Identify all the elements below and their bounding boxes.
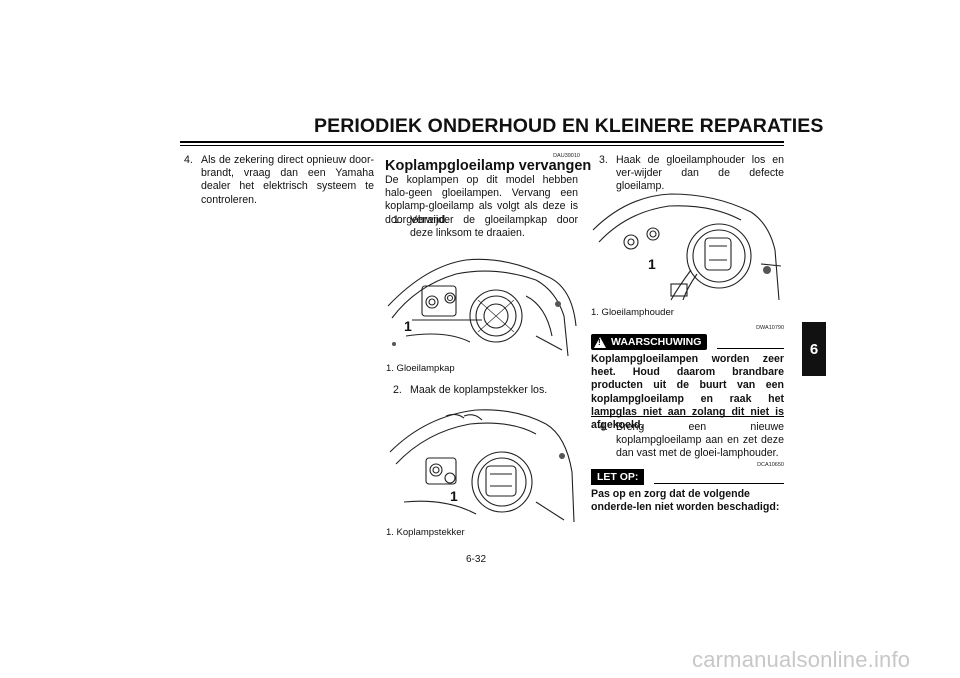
- figure-callout-1: 1: [404, 318, 412, 334]
- warning-code: DWA10790: [756, 325, 784, 331]
- step-number: 3.: [599, 154, 608, 166]
- figure-headlight-connector: [389, 409, 575, 523]
- step-text: Maak de koplampstekker los.: [410, 384, 548, 396]
- col1-step-4: 4. Als de zekering direct opnieuw door-b…: [184, 154, 374, 207]
- section-intro: De koplampen op dit model hebben halo-ge…: [385, 174, 578, 226]
- warning-label-box: ! WAARSCHUWING: [591, 334, 708, 350]
- figure-caption-1: 1. Gloeilampkap: [386, 363, 455, 374]
- step-text: Verwijder de gloeilampkap door deze link…: [410, 214, 578, 240]
- header-rule: [180, 141, 784, 143]
- note-rule: [654, 483, 784, 484]
- page-number: 6-32: [466, 554, 487, 565]
- section-code: DAU39010: [553, 153, 580, 159]
- col2-step-2: 2. Maak de koplampstekker los.: [393, 384, 578, 397]
- header-rule-thin: [180, 145, 784, 146]
- page-header-title: PERIODIEK ONDERHOUD EN KLEINERE REPARATI…: [314, 115, 824, 137]
- warning-rule: [717, 348, 784, 349]
- note-text: Pas op en zorg dat de volgende onderde-l…: [591, 488, 780, 514]
- warning-bar: ! WAARSCHUWING: [591, 334, 784, 350]
- warning-end-rule: [591, 416, 784, 417]
- figure-bulb-cover: [387, 258, 577, 357]
- figure-bulb-holder: [592, 193, 782, 301]
- figure-caption-3: 1. Gloeilamphouder: [591, 307, 674, 318]
- chapter-tab[interactable]: 6: [802, 322, 826, 376]
- figure-caption-2: 1. Koplampstekker: [386, 527, 465, 538]
- col2-step-1: 1. Verwijder de gloeilampkap door deze l…: [393, 214, 578, 240]
- step-number: 4.: [599, 421, 608, 433]
- note-bar: LET OP:: [591, 469, 784, 485]
- figure-callout-3: 1: [648, 256, 656, 272]
- step-number: 4.: [184, 154, 193, 166]
- figure-callout-2: 1: [450, 488, 458, 504]
- section-heading: Koplampgloeilamp vervangen: [385, 158, 592, 174]
- warning-triangle-icon: !: [594, 336, 606, 348]
- watermark: carmanualsonline.info: [692, 647, 911, 672]
- step-text: Haak de gloeilamphouder los en ver-wijde…: [616, 154, 784, 193]
- note-label: LET OP:: [591, 469, 645, 485]
- note-code: DCA10650: [757, 462, 784, 468]
- step-text: Als de zekering direct opnieuw door-bran…: [201, 154, 374, 206]
- warning-label: WAARSCHUWING: [611, 336, 702, 348]
- col3-step-3: 3. Haak de gloeilamphouder los en ver-wi…: [599, 154, 784, 194]
- col3-step-4: 4. Breng een nieuwe koplampgloeilamp aan…: [599, 421, 784, 461]
- step-number: 1.: [393, 214, 402, 226]
- step-text: Breng een nieuwe koplampgloeilamp aan en…: [616, 421, 784, 460]
- warning-text: Koplampgloeilampen worden zeer heet. Hou…: [591, 353, 784, 432]
- step-number: 2.: [393, 384, 402, 396]
